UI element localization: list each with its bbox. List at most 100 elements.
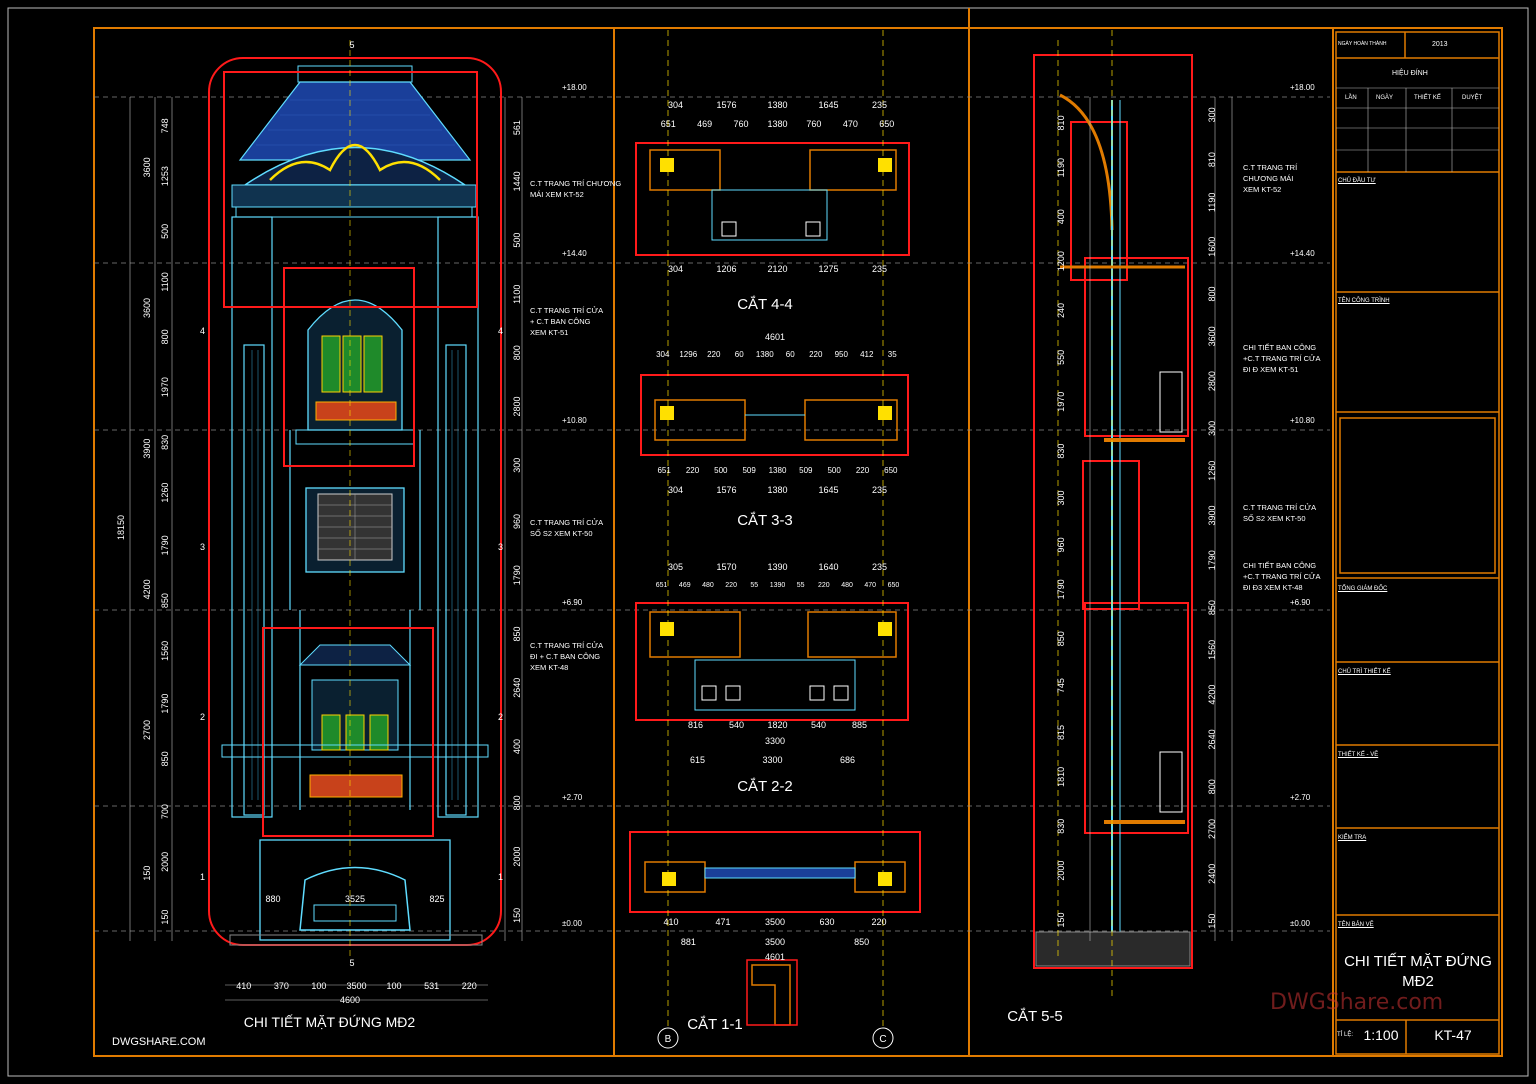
dim-section-5-right: 150 — [1207, 914, 1217, 929]
dim-s33-bottom2: 1380 — [767, 485, 787, 495]
dim-section-5-left: 150 — [1056, 913, 1066, 928]
dim-right-c: 1440 — [512, 171, 522, 191]
dim-left-b: 850 — [160, 593, 170, 608]
dim-s22-top: 305 — [668, 562, 683, 572]
dim-section-5-right: 1790 — [1207, 550, 1217, 570]
grid-axis-label: 2 — [498, 712, 503, 722]
dim-right-c: 400 — [512, 739, 522, 754]
dim-right-c: 2800 — [512, 396, 522, 416]
section-5-5-drawing — [1033, 30, 1233, 1000]
dim-section-5-right: 300 — [1207, 421, 1217, 436]
section-2-2-title: CẮT 2-2 — [737, 778, 793, 795]
note-section-window: C.T TRANG TRÍ CỬA — [1243, 503, 1316, 512]
dim-bottom: 531 — [424, 981, 439, 991]
dim-s33-top: 1380 — [756, 350, 774, 359]
title-block-frame — [1335, 31, 1500, 1055]
dim-section-5-right: 850 — [1207, 600, 1217, 615]
dim-bottom: 100 — [311, 981, 326, 991]
note-window: C.T TRANG TRÍ CỬA — [530, 518, 603, 527]
level-marker: +6.90 — [562, 598, 583, 607]
sheet-border — [7, 7, 1529, 1077]
dim-s44-top: 304 — [668, 100, 683, 110]
dim-left-b: 1253 — [160, 166, 170, 186]
dim-section-5-right: 2700 — [1207, 819, 1217, 839]
dim-s33-bottom: 509 — [799, 466, 813, 475]
dim-left-b: 748 — [160, 118, 170, 133]
dim-s33-bottom: 220 — [686, 466, 700, 475]
dim-left-a: 2700 — [142, 720, 152, 740]
rev-col-2: NGÀY — [1376, 95, 1394, 101]
dim-s33-bottom2: 304 — [668, 485, 683, 495]
date-value: 2013 — [1432, 41, 1448, 48]
dim-section-5-left: 400 — [1056, 209, 1066, 224]
dim-left-b: 1560 — [160, 641, 170, 661]
dim-s22-top2: 470 — [864, 582, 876, 589]
dim-s33-bottom2: 1576 — [716, 485, 736, 495]
level-marker: ±0.00 — [1290, 919, 1311, 928]
drawing-name-label: TÊN BẢN VẼ — [1338, 922, 1374, 928]
dim-section-5-right: 300 — [1207, 107, 1217, 122]
note-balcony-lower: ĐI + C.T BAN CÔNG — [530, 652, 600, 661]
chief-label: CHỦ TRÌ THIẾT KẾ — [1338, 669, 1391, 675]
dim-section-5-right: 2640 — [1207, 729, 1217, 749]
dim-s11-bottom: 3500 — [765, 917, 785, 927]
note-roof: MÁI XEM KT-52 — [530, 190, 584, 199]
dim-s22-bottom: 1820 — [767, 720, 787, 730]
section-1-1-title: CẮT 1-1 — [687, 1016, 743, 1033]
dim-s33-top: 35 — [888, 350, 897, 359]
dim-s11-bottom2: 850 — [854, 937, 869, 947]
level-marker: +10.80 — [1290, 416, 1315, 425]
grid-axis-label: 3 — [200, 542, 205, 552]
dim-s44-bottom: 235 — [872, 264, 887, 274]
dim-s33-total: 4601 — [765, 332, 785, 342]
note-section-balcony-upper: +C.T TRANG TRÍ CỬA — [1243, 354, 1320, 363]
dim-section-5-left: 815 — [1056, 725, 1066, 740]
section-drawings — [629, 30, 921, 1049]
revision-table — [1336, 87, 1499, 172]
scale-value: 1:100 — [1363, 1027, 1399, 1043]
grid-label: 5 — [349, 958, 354, 968]
dim-section-5-left: 745 — [1056, 678, 1066, 693]
dim-s44-top2: 1380 — [767, 119, 787, 129]
grid-axis-b: B — [665, 1034, 672, 1045]
dim-left-b: 2000 — [160, 852, 170, 872]
dim-s22-top: 1390 — [767, 562, 787, 572]
dim-section-5-right: 1600 — [1207, 237, 1217, 257]
dim-section-5-right: 1560 — [1207, 640, 1217, 660]
dim-s33-top: 60 — [786, 350, 795, 359]
note-section-roof: CHƯƠNG MÁI — [1243, 174, 1293, 183]
dim-s11-bottom: 410 — [663, 917, 678, 927]
dim-s22-top2: 220 — [818, 582, 830, 589]
note-section-balcony-lower: +C.T TRANG TRÍ CỬA — [1243, 572, 1320, 581]
dim-section-5-right: 3900 — [1207, 505, 1217, 525]
dim-left-total: 18150 — [116, 515, 126, 540]
dim-s22-top2: 55 — [750, 582, 758, 589]
watermark: DWGShare.com — [1270, 990, 1444, 1015]
dim-s33-bottom: 220 — [856, 466, 870, 475]
elevation-dim-lines — [129, 40, 523, 1001]
dim-s44-top: 1645 — [818, 100, 838, 110]
section-4-4-title: CẮT 4-4 — [737, 296, 793, 313]
dim-left-a: 3900 — [142, 439, 152, 459]
note-roof: C.T TRANG TRÍ CHƯƠNG — [530, 179, 621, 188]
checker-label: KIỂM TRA — [1338, 835, 1367, 841]
dim-s33-bottom: 650 — [884, 466, 898, 475]
scale-label: TỈ LỆ: — [1337, 1032, 1354, 1038]
dim-section-5-right: 800 — [1207, 779, 1217, 794]
dim-s22-bottom2: 3300 — [765, 736, 785, 746]
dim-bottom: 410 — [236, 981, 251, 991]
dim-right-c: 2000 — [512, 847, 522, 867]
owner-label: CHỦ ĐẦU TƯ — [1338, 178, 1376, 184]
dim-garage: 825 — [429, 894, 444, 904]
note-balcony-lower: C.T TRANG TRÍ CỬA — [530, 641, 603, 650]
designer-label: THIẾT KẾ - VẼ — [1338, 752, 1379, 758]
dim-section-5-right: 1260 — [1207, 461, 1217, 481]
dim-section-5-right: 2800 — [1207, 371, 1217, 391]
dim-s22-bottom: 540 — [729, 720, 744, 730]
note-section-balcony-lower: CHI TIẾT BAN CÔNG — [1243, 560, 1316, 570]
director-label: TỔNG GIÁM ĐỐC — [1338, 586, 1388, 592]
dim-bottom: 3500 — [346, 981, 366, 991]
dim-left-b: 1790 — [160, 535, 170, 555]
drawing-labels: +18.00+18.00+14.40+14.40+10.80+10.80+6.9… — [116, 40, 1320, 1045]
dim-right-c: 1790 — [512, 565, 522, 585]
